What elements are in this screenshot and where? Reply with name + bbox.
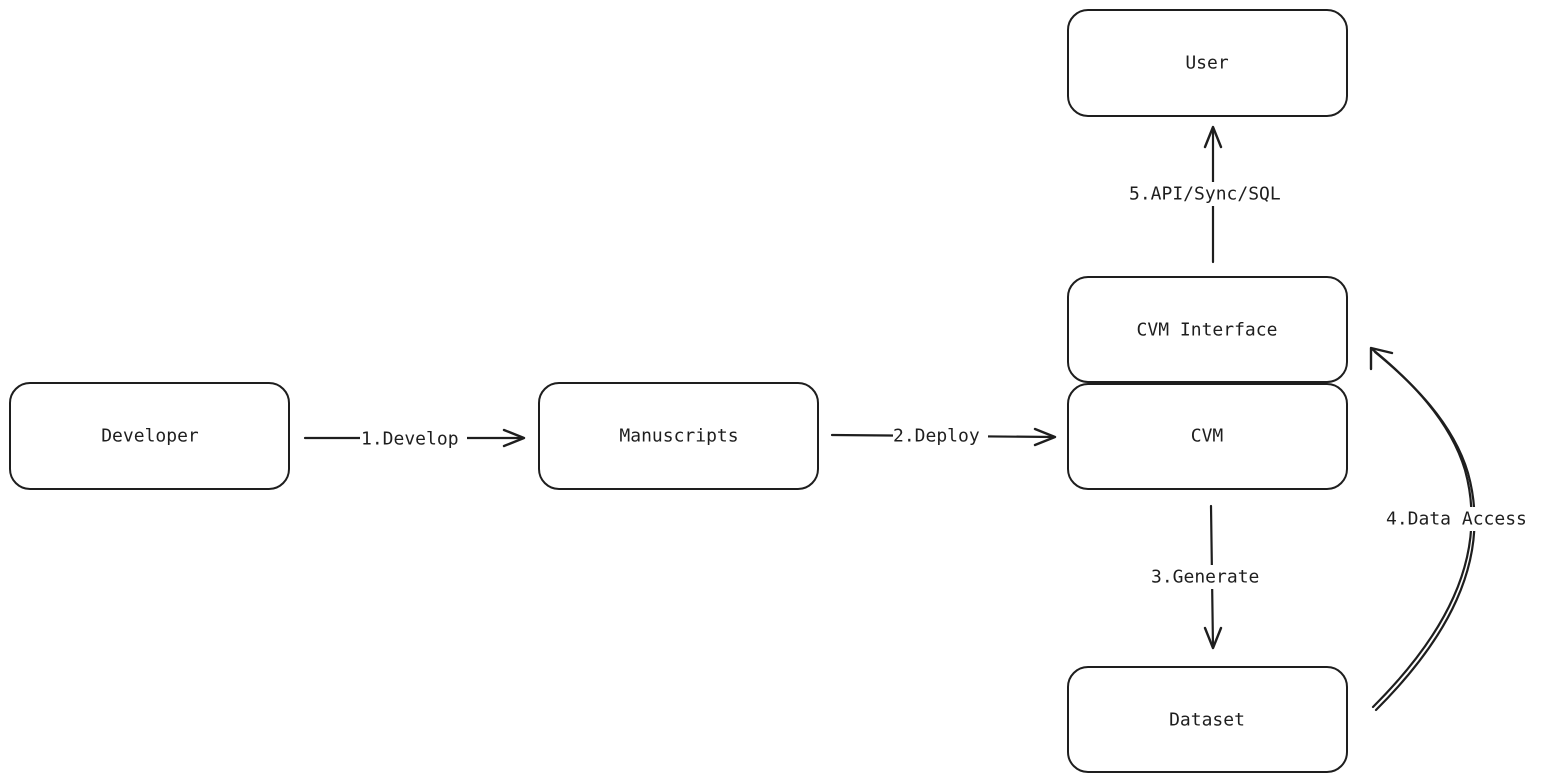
node-cvm-interface-box bbox=[1067, 276, 1348, 383]
edge-deploy: 2.Deploy bbox=[830, 424, 1057, 448]
node-dataset[interactable]: Dataset bbox=[1067, 666, 1348, 773]
node-developer-label: Developer bbox=[101, 426, 199, 447]
edge-data-access-line-sketch bbox=[1373, 350, 1476, 712]
node-manuscripts-box bbox=[538, 382, 819, 490]
edge-deploy-arrowhead bbox=[1033, 427, 1057, 447]
node-manuscripts[interactable]: Manuscripts bbox=[538, 382, 819, 490]
node-cvm[interactable]: CVM bbox=[1067, 383, 1348, 490]
edge-generate: 3.Generate bbox=[1150, 504, 1270, 650]
edge-api-sync-sql-label: 5.API/Sync/SQL bbox=[1129, 184, 1281, 205]
edge-develop-label-bg bbox=[360, 427, 467, 451]
edge-data-access-arrowhead bbox=[1369, 346, 1394, 371]
edge-deploy-label-bg bbox=[893, 424, 988, 448]
edge-api-sync-sql: 5.API/Sync/SQL bbox=[1128, 125, 1294, 264]
node-user-box bbox=[1067, 9, 1348, 117]
node-cvm-label: CVM bbox=[1191, 426, 1224, 447]
edge-data-access: 4.Data Access bbox=[1369, 346, 1539, 712]
edge-api-sync-sql-arrowhead bbox=[1203, 125, 1223, 149]
node-developer-box bbox=[9, 382, 290, 490]
node-user-label: User bbox=[1185, 53, 1229, 74]
edge-develop-label: 1.Develop bbox=[361, 429, 459, 450]
edge-generate-label: 3.Generate bbox=[1151, 567, 1259, 588]
node-cvm-interface[interactable]: CVM Interface bbox=[1067, 276, 1348, 383]
edge-develop: 1.Develop bbox=[303, 427, 526, 451]
edge-deploy-label: 2.Deploy bbox=[893, 426, 980, 447]
node-developer[interactable]: Developer bbox=[9, 382, 290, 490]
node-user[interactable]: User bbox=[1067, 9, 1348, 117]
node-dataset-box bbox=[1067, 666, 1348, 773]
node-manuscripts-label: Manuscripts bbox=[619, 426, 738, 447]
edge-develop-arrowhead bbox=[502, 428, 526, 448]
node-cvm-box bbox=[1067, 383, 1348, 490]
node-dataset-label: Dataset bbox=[1169, 710, 1245, 731]
edge-data-access-label-bg bbox=[1386, 507, 1539, 531]
node-cvm-interface-label: CVM Interface bbox=[1137, 320, 1278, 341]
edge-generate-label-bg bbox=[1150, 565, 1270, 589]
edge-data-access-label: 4.Data Access bbox=[1386, 509, 1527, 530]
edge-api-sync-sql-label-bg bbox=[1128, 182, 1294, 206]
edge-generate-arrowhead bbox=[1203, 626, 1223, 650]
